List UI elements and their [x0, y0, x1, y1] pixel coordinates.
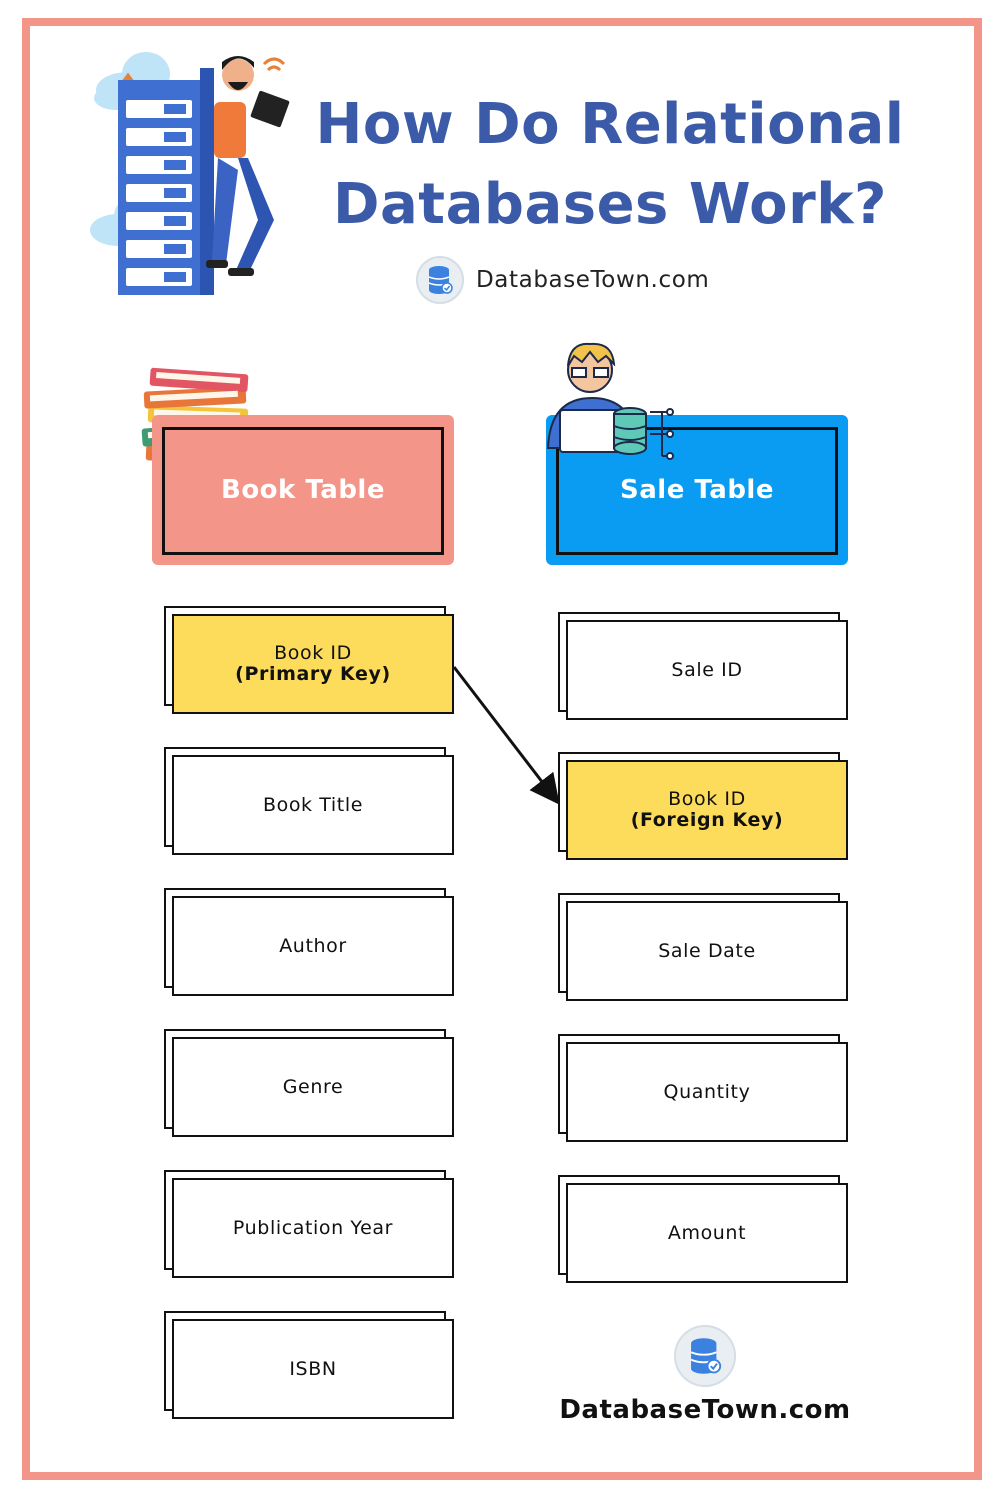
brand-bottom: DatabaseTown.com [540, 1325, 870, 1425]
book-field-publication-year: Publication Year [164, 1170, 454, 1278]
field-label: ISBN [289, 1357, 337, 1380]
brand-top-label: DatabaseTown.com [476, 267, 710, 293]
sale-table-title: Sale Table [620, 475, 774, 505]
database-logo-icon [416, 256, 464, 304]
field-label: Amount [667, 1221, 747, 1244]
book-field-author: Author [164, 888, 454, 996]
book-table-title: Book Table [221, 475, 385, 505]
field-key-type: (Primary Key) [235, 663, 391, 685]
brand-bottom-label: DatabaseTown.com [559, 1395, 851, 1425]
field-label: Author [279, 934, 347, 957]
field-label: Book ID [274, 642, 352, 664]
field-label: Sale Date [658, 939, 756, 962]
field-key-type: (Foreign Key) [630, 809, 784, 831]
book-field-genre: Genre [164, 1029, 454, 1137]
field-label: Sale ID [671, 658, 743, 681]
sale-field-sale-id: Sale ID [558, 612, 848, 720]
sale-table-header: Sale Table [546, 415, 848, 565]
field-label: Genre [282, 1075, 344, 1098]
book-table-header: Book Table [152, 415, 454, 565]
field-label: Book ID [668, 788, 746, 810]
field-label: Publication Year [232, 1216, 394, 1239]
sale-field-amount: Amount [558, 1175, 848, 1283]
brand-top: DatabaseTown.com [416, 256, 709, 304]
field-label: Book Title [262, 793, 364, 816]
server-rack-illustration [90, 52, 290, 295]
book-field-isbn: ISBN [164, 1311, 454, 1419]
sale-field-book-id: Book ID (Foreign Key) [558, 752, 848, 860]
developer-database-icon [546, 342, 674, 460]
sale-field-quantity: Quantity [558, 1034, 848, 1142]
book-field-book-id: Book ID (Primary Key) [164, 606, 454, 714]
title-line-1: How Do Relational [315, 92, 905, 157]
book-field-book-title: Book Title [164, 747, 454, 855]
title-line-2: Databases Work? [333, 172, 887, 237]
field-label: Quantity [663, 1080, 751, 1103]
sale-field-sale-date: Sale Date [558, 893, 848, 1001]
database-logo-icon [674, 1325, 736, 1387]
page-title: How Do Relational Databases Work? [300, 85, 920, 245]
